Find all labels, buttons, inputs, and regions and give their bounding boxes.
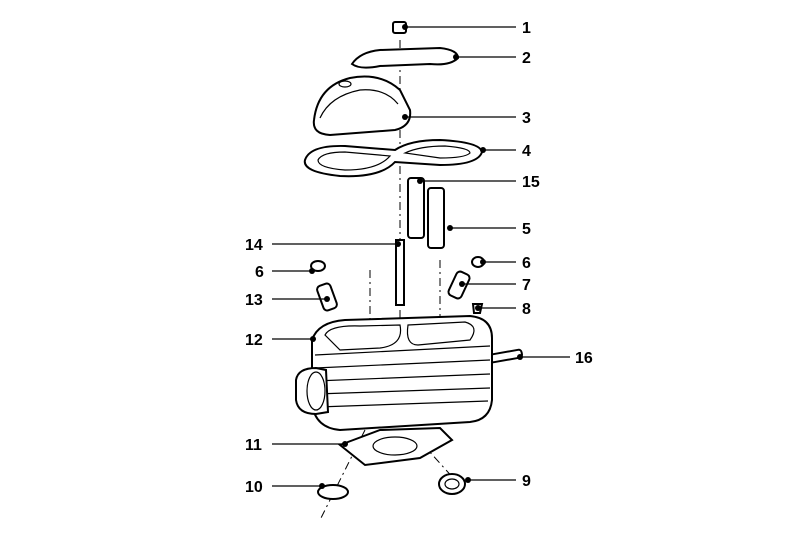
callout-label: 2 — [522, 50, 531, 67]
callout-label: 4 — [522, 143, 531, 160]
callout-label: 6 — [255, 264, 264, 281]
callout-label: 14 — [245, 237, 263, 254]
assembly-axis — [409, 429, 456, 481]
callout-label: 1 — [522, 20, 531, 37]
part-ring-left — [310, 260, 326, 272]
callout-label: 6 — [522, 255, 531, 272]
callout-label: 13 — [245, 292, 263, 309]
part-ring-10 — [317, 484, 349, 500]
callout-label: 15 — [522, 174, 540, 191]
callout-label: 7 — [522, 277, 531, 294]
leader-lines — [272, 24, 570, 489]
callout-label: 8 — [522, 301, 531, 318]
part-base-gasket — [338, 426, 454, 467]
part-stud — [395, 239, 405, 306]
callout-label: 12 — [245, 332, 263, 349]
callout-label: 10 — [245, 479, 263, 496]
callout-label: 3 — [522, 110, 531, 127]
part-valve-right — [447, 270, 471, 300]
callout-label: 11 — [245, 437, 262, 454]
part-ring-9-inner — [444, 478, 460, 490]
part-valve-cover — [312, 75, 412, 137]
part-ring-9 — [438, 473, 466, 495]
callout-label: 16 — [575, 350, 593, 367]
part-push-rod-tube — [407, 177, 445, 249]
callout-label: 5 — [522, 221, 531, 238]
callout-label: 9 — [522, 473, 531, 490]
part-bracket — [350, 46, 460, 69]
part-cylinder-head — [295, 314, 493, 432]
part-cover-gasket — [303, 138, 484, 178]
